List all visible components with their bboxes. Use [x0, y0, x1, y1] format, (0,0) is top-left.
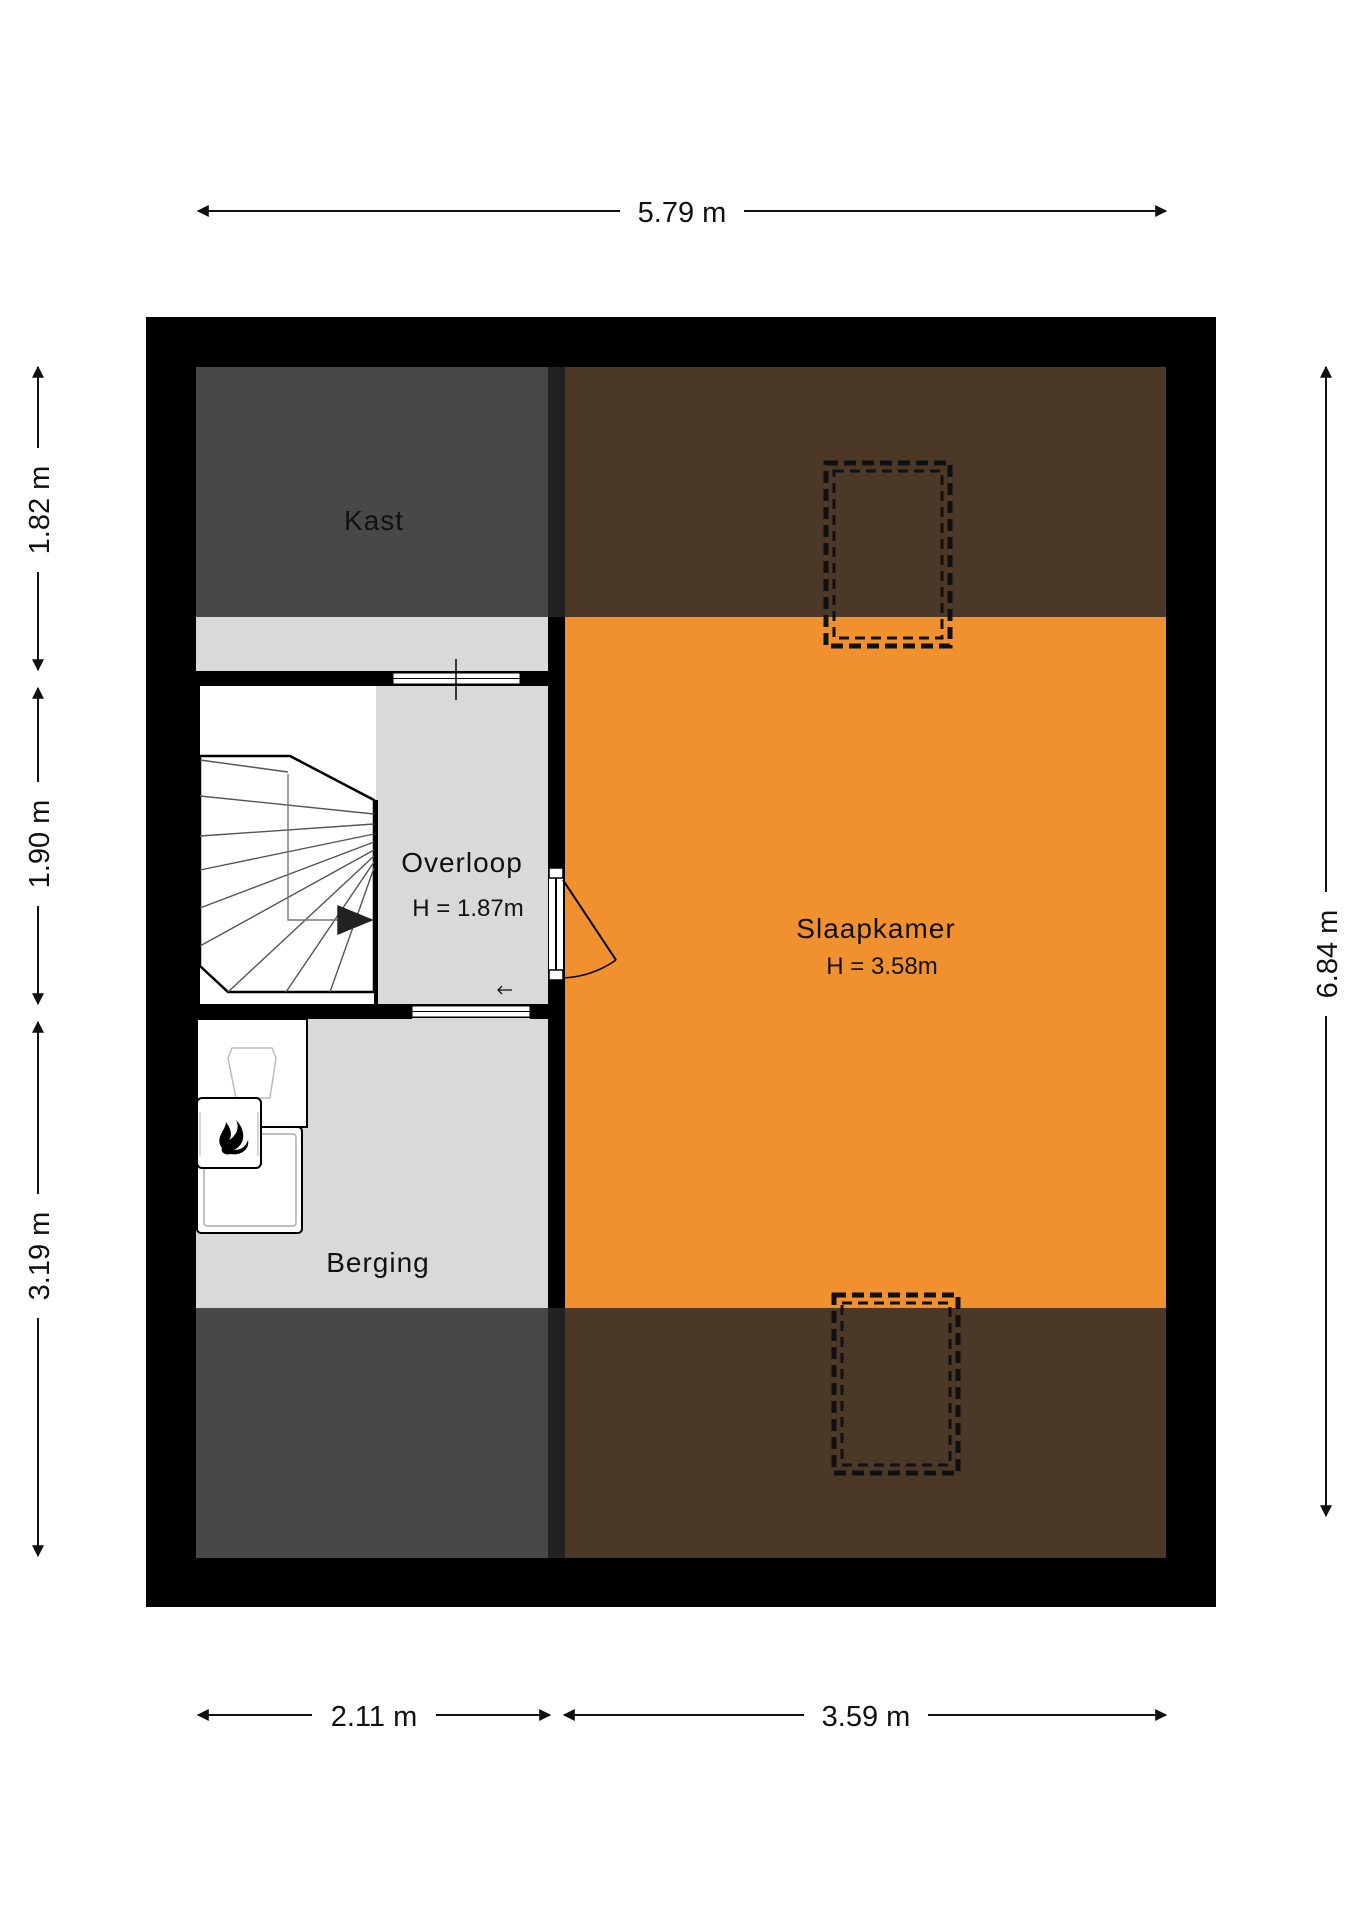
dimension-label: 3.59 m [822, 1701, 911, 1733]
room-label-overloop: Overloop [401, 847, 523, 878]
landing-strip [196, 617, 548, 671]
dimension-left-middle: 1.90 m [24, 686, 56, 1006]
wall-landing-bottom-left [196, 1004, 412, 1019]
room-label-kast: Kast [344, 505, 404, 536]
dimension-label: 1.90 m [24, 800, 56, 889]
dimension-label: 2.11 m [331, 1701, 418, 1733]
landing-opening-icon [411, 1005, 531, 1018]
room-label-berging: Berging [326, 1247, 430, 1278]
dimension-bottom-left: 2.11 m [196, 1701, 552, 1733]
window-icon [392, 659, 521, 700]
sloped-area-bottom-left [196, 1308, 548, 1558]
wall-stair-right [374, 800, 378, 1004]
dimension-label: 5.79 m [638, 197, 727, 229]
wall-landing-bottom-right [530, 1004, 548, 1019]
room-label-slaapkamer: Slaapkamer [796, 913, 955, 944]
overloop-floor [376, 686, 548, 1004]
divider-wall-bottom [548, 1308, 565, 1558]
skylight-icon [831, 1292, 961, 1476]
dimension-left-top: 1.82 m [24, 365, 56, 672]
dimension-top-total: 5.79 m [196, 197, 1168, 229]
door-swing-icon [548, 867, 617, 981]
staircase-icon [198, 754, 376, 994]
bedroom-floor [565, 617, 1166, 1308]
wall-landing-top [196, 671, 393, 686]
bedroom-sloped-bottom [565, 1308, 1166, 1558]
dimension-right-total: 6.84 m [1312, 365, 1344, 1518]
kast-floor [196, 367, 548, 617]
dimension-label: 3.19 m [24, 1212, 56, 1301]
wall-stair-left [196, 686, 200, 1004]
dimension-left-bottom: 3.19 m [24, 1020, 56, 1558]
divider-wall-top [548, 367, 565, 617]
dimension-bottom-right: 3.59 m [562, 1701, 1168, 1733]
skylight-icon [823, 460, 953, 649]
dimension-label: 6.84 m [1312, 910, 1344, 999]
room-height-slaapkamer: H = 3.58m [826, 953, 937, 980]
bedroom-sloped-top [565, 367, 1166, 617]
wall-landing-top-right [520, 671, 548, 686]
room-height-overloop: H = 1.87m [412, 895, 523, 922]
dimension-label: 1.82 m [24, 466, 56, 555]
arrow-icon [497, 985, 512, 995]
boiler-icon [196, 1097, 303, 1234]
